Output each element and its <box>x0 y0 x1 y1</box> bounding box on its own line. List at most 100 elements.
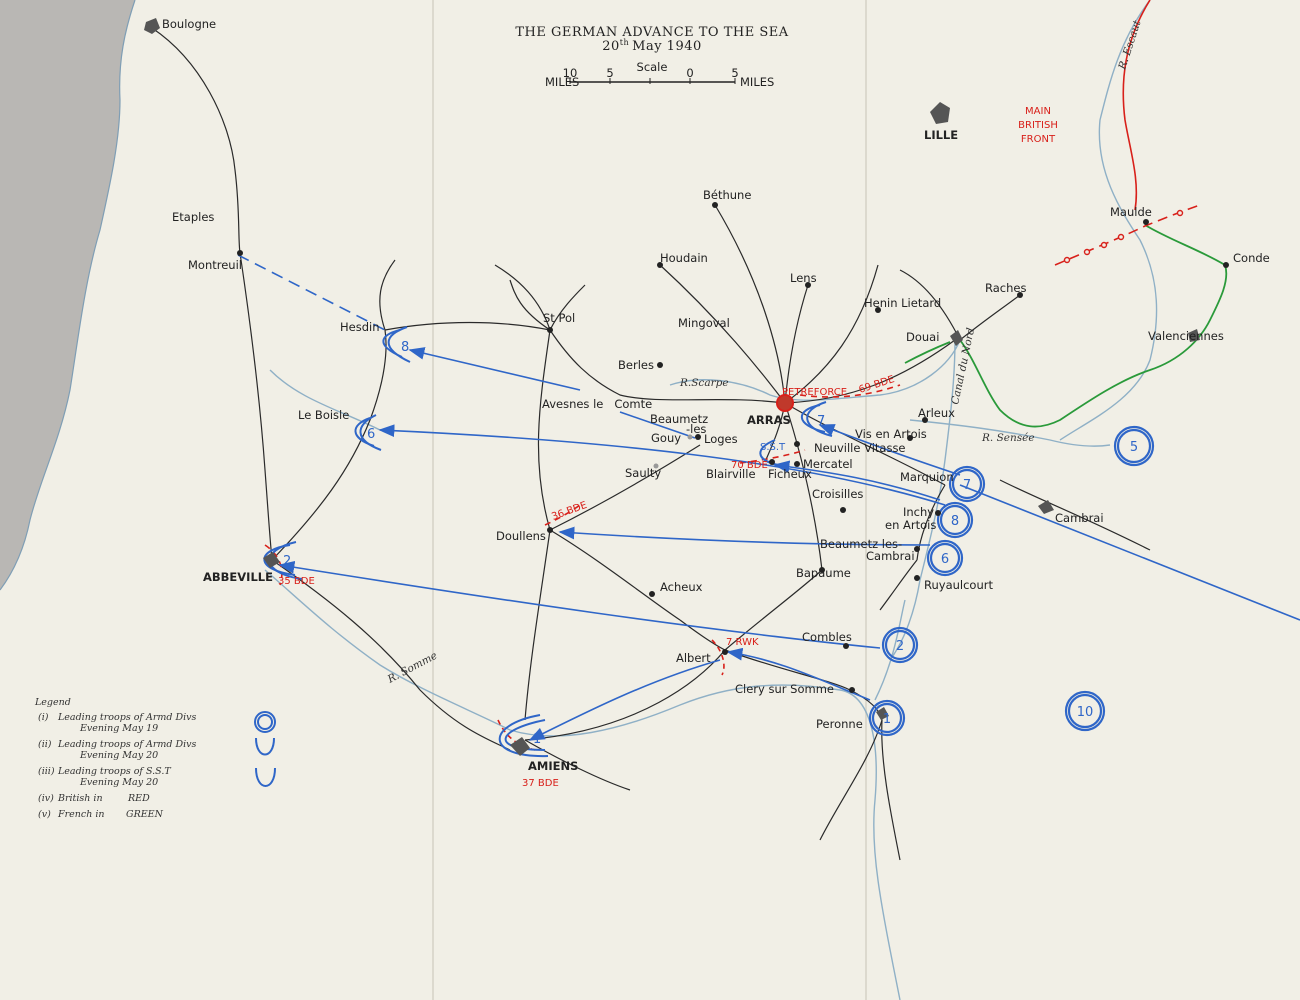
canal-du-nord <box>889 339 956 661</box>
scale-tick-0: 0 <box>686 66 693 80</box>
label-valenciennes[interactable]: Valenciennes <box>1148 329 1224 343</box>
label-r-scarpe: R.Scarpe <box>679 377 729 389</box>
scale-bar <box>569 78 736 84</box>
division-10: 10 <box>1077 705 1094 720</box>
douai-marker <box>950 330 963 346</box>
label-mercatel[interactable]: Mercatel <box>803 457 853 471</box>
arrow-sst <box>773 460 941 501</box>
label-abbeville[interactable]: ABBEVILLE <box>203 570 273 584</box>
arrow-8 <box>408 347 581 391</box>
main-british-front-label: MAIN BRITISH FRONT <box>1018 106 1058 145</box>
label-inchy-2[interactable]: en Artois <box>885 518 936 532</box>
division-2-east: 2 <box>896 639 904 654</box>
arrow-amiens <box>528 659 721 741</box>
label-petreforce: PETREFORCE <box>782 387 847 398</box>
coastline <box>0 0 136 591</box>
amiens-marker <box>510 737 530 756</box>
svg-text:BRITISH: BRITISH <box>1018 120 1058 131</box>
label-hesdin[interactable]: Hesdin <box>340 320 380 334</box>
label-croisilles[interactable]: Croisilles <box>812 487 863 501</box>
label-peronne[interactable]: Peronne <box>816 717 863 731</box>
cambrai-marker <box>1038 500 1054 514</box>
label-vis-en-artois[interactable]: Vis en Artois <box>855 427 927 441</box>
label-ficheux[interactable]: Ficheux <box>768 467 812 481</box>
label-bethune[interactable]: Béthune <box>703 188 751 202</box>
svg-text:Leading troops of Armd Divs: Leading troops of Armd Divs <box>57 739 196 750</box>
label-beaumetz-loges-3[interactable]: Loges <box>704 432 738 446</box>
arrow-7-long <box>959 484 1300 621</box>
arrow-doullens <box>558 526 931 546</box>
label-clery-sur-somme[interactable]: Clery sur Somme <box>735 682 834 696</box>
label-cambrai[interactable]: Cambrai <box>1055 511 1104 525</box>
label-combles[interactable]: Combles <box>802 630 852 644</box>
label-acheux[interactable]: Acheux <box>660 580 703 594</box>
label-neuville-vitasse[interactable]: Neuville Vitasse <box>814 441 906 455</box>
label-37-bde: 37 BDE <box>522 778 559 789</box>
arrow-7 <box>818 424 961 476</box>
label-henin-lietard[interactable]: Henin Lietard <box>864 296 941 310</box>
scale-unit-left: MILES <box>545 75 579 89</box>
map-title: THE GERMAN ADVANCE TO THE SEA <box>515 25 788 40</box>
label-marquion[interactable]: Marquion <box>900 470 954 484</box>
division-numbers: 5 10 7 8 6 2 1 8 6 7 2 1 <box>283 340 1138 747</box>
label-saulty[interactable]: Saulty <box>625 466 661 480</box>
label-houdain[interactable]: Houdain <box>660 251 708 265</box>
label-raches[interactable]: Raches <box>985 281 1026 295</box>
label-arleux[interactable]: Arleux <box>918 406 955 420</box>
maulde-markers <box>1063 209 1184 264</box>
36bde-line <box>544 504 581 526</box>
label-arras[interactable]: ARRAS <box>747 413 791 427</box>
division-8-east: 8 <box>951 514 959 529</box>
label-70-bde: 70 BDE <box>731 460 768 471</box>
arrow-6 <box>378 424 946 506</box>
label-sst: S.S.T <box>760 442 786 453</box>
label-lens[interactable]: Lens <box>790 271 817 285</box>
label-conde[interactable]: Conde <box>1233 251 1270 265</box>
label-maulde[interactable]: Maulde <box>1110 205 1152 219</box>
label-le-boisle[interactable]: Le Boisle <box>298 408 349 422</box>
legend-symbol-sst <box>255 767 276 787</box>
label-berles[interactable]: Berles <box>618 358 654 372</box>
svg-text:GREEN: GREEN <box>126 809 164 820</box>
river-escaut <box>1059 0 1158 441</box>
lille-marker <box>930 102 950 124</box>
label-albert[interactable]: Albert <box>676 651 711 665</box>
svg-text:(iii): (iii) <box>38 766 55 777</box>
label-beaumetz-loges-2[interactable]: -les <box>686 422 706 436</box>
label-montreuil[interactable]: Montreuil <box>188 258 242 272</box>
scale-tick-10: 10 <box>563 66 578 80</box>
label-lille[interactable]: LILLE <box>924 128 958 142</box>
label-gouy[interactable]: Gouy <box>651 431 681 445</box>
arrow-8-dashed <box>237 254 386 331</box>
svg-text:Leading troops of Armd Divs: Leading troops of Armd Divs <box>57 712 196 723</box>
label-etaples[interactable]: Etaples <box>172 210 214 224</box>
label-mingoval[interactable]: Mingoval <box>678 316 730 330</box>
arrow-1 <box>726 647 871 701</box>
label-beaumetz-cambrai-1[interactable]: Beaumetz les- <box>820 537 902 551</box>
70bde-line <box>739 449 806 464</box>
label-inchy-1[interactable]: Inchy <box>903 505 934 519</box>
division-5: 5 <box>1130 440 1138 455</box>
svg-text:FRONT: FRONT <box>1021 134 1056 145</box>
division-7-arras: 7 <box>817 414 825 429</box>
advance-arrows <box>237 254 1300 741</box>
division-8-hesdin: 8 <box>401 340 409 355</box>
label-bapaume[interactable]: Bapaume <box>796 566 851 580</box>
scale-label: Scale <box>637 60 668 74</box>
division-hooks <box>263 326 833 758</box>
label-doullens[interactable]: Doullens <box>496 529 546 543</box>
division-6-boisle: 6 <box>367 427 375 442</box>
label-boulogne[interactable]: Boulogne <box>162 17 216 31</box>
label-avesnes[interactable]: Avesnes le Comte <box>542 397 652 411</box>
label-douai[interactable]: Douai <box>906 330 939 344</box>
label-st-pol[interactable]: St Pol <box>543 311 575 325</box>
place-labels[interactable]: Boulogne Etaples Montreuil Hesdin Le Boi… <box>162 17 1270 773</box>
label-blairville[interactable]: Blairville <box>706 467 756 481</box>
label-beaumetz-loges-1[interactable]: Beaumetz <box>650 412 708 426</box>
label-beaumetz-cambrai-2[interactable]: Cambrai <box>866 549 915 563</box>
label-ruyaulcourt[interactable]: Ruyaulcourt <box>924 578 993 592</box>
label-amiens[interactable]: AMIENS <box>528 759 578 773</box>
